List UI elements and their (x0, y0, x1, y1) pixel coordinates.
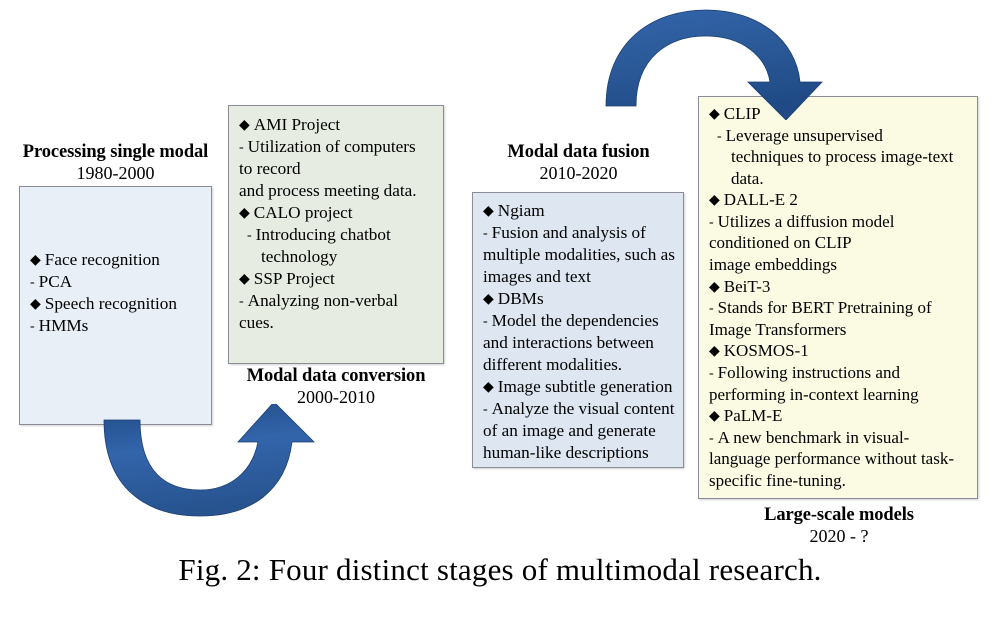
dash-bullet-icon: - (239, 140, 244, 156)
stage-entry-text: SSP Project (253, 269, 335, 289)
diamond-bullet-icon: ◆ (483, 204, 494, 219)
stage-entry-text: BeiT-3 (723, 276, 771, 296)
stage-entry-text: CLIP (723, 104, 761, 123)
diamond-bullet-icon: ◆ (709, 344, 720, 360)
dash-bullet-icon: - (709, 430, 714, 446)
stage-entry-text: Speech recognition (44, 294, 177, 314)
stage-entry-text: Stands for BERT Pretraining of Image Tra… (709, 298, 932, 339)
stage-entry-text: Model the dependencies and interactions … (483, 311, 659, 375)
diamond-bullet-icon: ◆ (709, 193, 720, 209)
stage-entry-text: Following instructions and performing in… (709, 362, 919, 404)
stage-years-modal-conversion: 2000-2010 (297, 387, 375, 408)
dash-bullet-icon: - (239, 294, 244, 310)
stage-entry-text: A new benchmark in visual- language perf… (709, 427, 954, 490)
stage-entry: ◆Speech recognition (30, 293, 203, 315)
stage-entry: -Stands for BERT Pretraining of Image Tr… (709, 297, 969, 340)
stage-entry: ◆PaLM-E (709, 405, 969, 427)
stage-entry: ◆CALO project (239, 202, 435, 224)
stage-entry-text: HMMs (38, 316, 89, 336)
stage-entry-text: PCA (38, 272, 73, 292)
stage-entry: ◆DALL-E 2 (709, 189, 969, 211)
stage-title-large-scale-models: Large-scale models (764, 505, 914, 525)
stage-entry: -Introducing chatbot technology (239, 224, 435, 268)
stage-entry: ◆DBMs (483, 288, 675, 310)
dash-bullet-icon: - (483, 314, 488, 330)
diamond-bullet-icon: ◆ (239, 118, 250, 133)
stage-entry: ◆Image subtitle generation (483, 376, 675, 398)
stage-entry-text: Utilization of computers to record and p… (239, 137, 417, 201)
stage-entry: ◆SSP Project (239, 268, 435, 290)
stage-title-modal-fusion: Modal data fusion (507, 142, 650, 162)
stage-years-modal-fusion: 2010-2020 (539, 163, 618, 184)
stage-box-modal-fusion: ◆Ngiam -Fusion and analysis of multiple … (472, 192, 684, 468)
stage-entry-text: PaLM-E (723, 406, 783, 426)
stage-box-modal-conversion: ◆AMI Project -Utilization of computers t… (228, 105, 444, 364)
stage-entry-text: Image subtitle generation (497, 377, 673, 397)
stage-entry-text: Face recognition (44, 250, 160, 269)
diamond-bullet-icon: ◆ (709, 409, 720, 425)
stage-entry: ◆CLIP (709, 103, 969, 125)
diamond-bullet-icon: ◆ (483, 292, 494, 308)
stage-entry-text: Ngiam (497, 201, 545, 220)
dash-bullet-icon: - (30, 319, 35, 335)
stage-years-large-scale-models: 2020 - ? (809, 526, 869, 547)
diamond-bullet-icon: ◆ (709, 279, 720, 295)
stage-entry: -HMMs (30, 315, 203, 337)
figure-caption: Fig. 2: Four distinct stages of multimod… (178, 552, 822, 587)
stage-entry: -Analyze the visual content of an image … (483, 398, 675, 464)
stage-entry: -Utilization of computers to record and … (239, 136, 435, 202)
stage-entry: ◆AMI Project (239, 114, 435, 136)
stage-entry-text: Analyzing non-verbal cues. (239, 291, 399, 333)
dash-bullet-icon: - (709, 301, 714, 317)
stage-entry: -Following instructions and performing i… (709, 362, 969, 405)
diamond-bullet-icon: ◆ (709, 107, 720, 122)
diamond-bullet-icon: ◆ (30, 253, 41, 268)
stage-entry-text: DALL-E 2 (723, 190, 798, 210)
stage-entry-text: Introducing chatbot technology (255, 225, 391, 267)
dash-bullet-icon: - (483, 402, 488, 418)
stage-box-single-modal: ◆Face recognition -PCA ◆Speech recogniti… (19, 186, 212, 425)
stage-entry: -Fusion and analysis of multiple modalit… (483, 222, 675, 288)
stage-entry: ◆Ngiam (483, 200, 675, 222)
dash-bullet-icon: - (709, 365, 714, 381)
stage-entry: -Analyzing non-verbal cues. (239, 290, 435, 334)
stage-caption-single-modal: Processing single modal 1980-2000 (8, 142, 223, 184)
stage-entry-text: Leverage unsupervised techniques to proc… (725, 125, 954, 188)
stage-caption-modal-fusion: Modal data fusion 2010-2020 (466, 142, 691, 184)
stage-years-single-modal: 1980-2000 (76, 163, 155, 184)
diamond-bullet-icon: ◆ (30, 297, 41, 313)
stage-caption-modal-conversion: Modal data conversion 2000-2010 (226, 366, 446, 408)
dash-bullet-icon: - (717, 128, 722, 144)
diamond-bullet-icon: ◆ (483, 380, 494, 396)
stage-entry-text: DBMs (497, 289, 544, 309)
stage-entry-text: Analyze the visual content of an image a… (483, 399, 675, 463)
stage-entry-text: AMI Project (253, 115, 341, 134)
diamond-bullet-icon: ◆ (239, 272, 250, 288)
stage-entry: -A new benchmark in visual- language per… (709, 427, 969, 492)
stage-entry-text: Utilizes a diffusion model conditioned o… (709, 211, 895, 275)
stage-entry-text: Fusion and analysis of multiple modaliti… (483, 223, 675, 287)
stage-entry: ◆KOSMOS-1 (709, 340, 969, 362)
diamond-bullet-icon: ◆ (239, 206, 250, 222)
dash-bullet-icon: - (483, 226, 488, 242)
stage-box-large-scale-models: ◆CLIP -Leverage unsupervised techniques … (698, 96, 978, 499)
stage-entry: ◆BeiT-3 (709, 276, 969, 298)
stage-entry: -Utilizes a diffusion model conditioned … (709, 211, 969, 276)
stage-entry: -Leverage unsupervised techniques to pro… (709, 125, 969, 190)
stage-entry: -PCA (30, 271, 203, 293)
dash-bullet-icon: - (247, 228, 252, 244)
dash-bullet-icon: - (30, 275, 35, 291)
stage-title-modal-conversion: Modal data conversion (246, 366, 426, 386)
stage-entry-text: KOSMOS-1 (723, 341, 809, 361)
stage-entry: ◆Face recognition (30, 249, 203, 271)
dash-bullet-icon: - (709, 214, 714, 230)
stage-title-single-modal: Processing single modal (22, 142, 209, 162)
stage-entry: -Model the dependencies and interactions… (483, 310, 675, 376)
stage-caption-large-scale-models: Large-scale models 2020 - ? (700, 505, 978, 547)
stage-entry-text: CALO project (253, 203, 353, 223)
